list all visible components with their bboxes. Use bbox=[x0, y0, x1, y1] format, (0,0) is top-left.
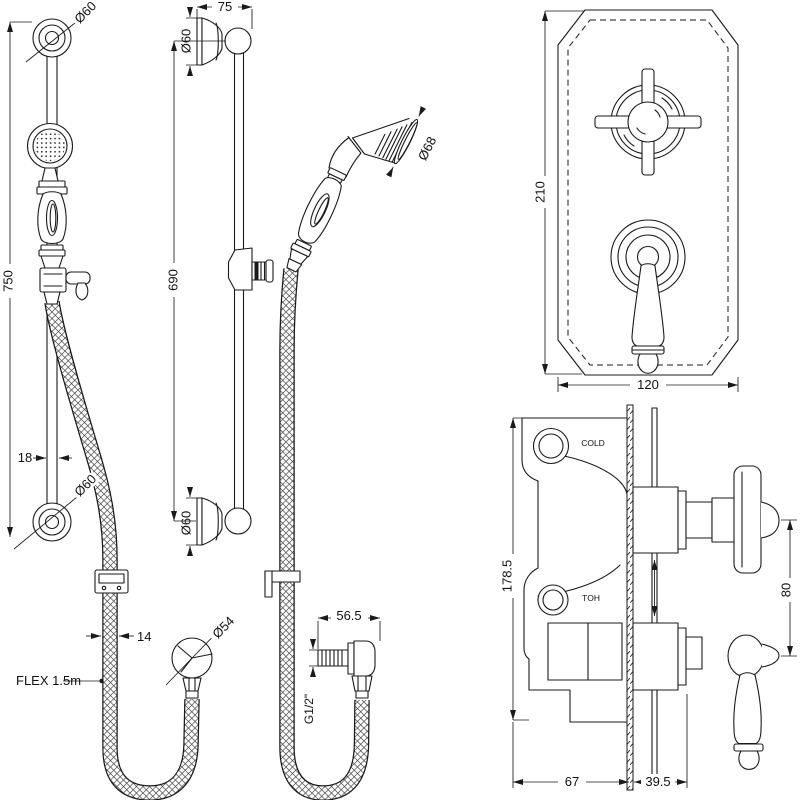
handset-handle-side bbox=[297, 177, 342, 244]
dim-rail-width-label: 18 bbox=[18, 450, 32, 465]
lever-handle-front bbox=[610, 219, 686, 374]
shower-hose-front bbox=[44, 300, 200, 800]
valve-faceplate bbox=[557, 9, 739, 376]
dim-rail-length: 690 bbox=[165, 40, 226, 522]
dim-outlet-depth: 56.5 bbox=[317, 608, 381, 649]
temp-cartridge-side bbox=[632, 465, 780, 574]
dim-plate-height: 210 bbox=[532, 10, 584, 375]
dim-depth-label: 67 bbox=[565, 774, 579, 789]
crosshead-handle-side bbox=[733, 465, 762, 574]
crosshead-handle-front bbox=[594, 68, 702, 176]
rail-slider bbox=[227, 247, 274, 291]
dim-hose-width: 14 bbox=[86, 629, 151, 644]
dim-outlet-thread: G1/2" bbox=[302, 639, 318, 724]
hose-wall-bracket-side bbox=[264, 570, 301, 598]
dim-bracket-depth: 75 bbox=[196, 0, 253, 29]
dim-projection-label: 39.5 bbox=[645, 774, 670, 789]
shower-hose-side bbox=[279, 268, 370, 800]
hose-flex-label: FLEX 1.5m bbox=[16, 673, 104, 688]
flow-cartridge-side bbox=[632, 622, 780, 770]
dim-body-height: 178.5 bbox=[499, 417, 529, 721]
hose-wall-bracket bbox=[94, 569, 129, 594]
dim-handle-spacing: 80 bbox=[778, 519, 797, 657]
dim-outlet-depth-label: 56.5 bbox=[336, 608, 361, 623]
dim-bracket-dia-top: Ø60 bbox=[178, 7, 197, 76]
dim-body-height-label: 178.5 bbox=[499, 560, 514, 593]
dim-overall-height-label: 750 bbox=[0, 270, 15, 292]
handset-handle-front bbox=[37, 191, 67, 245]
lever-handle-side bbox=[733, 672, 762, 745]
dim-bracket-depth-label: 75 bbox=[218, 0, 232, 14]
bottom-bracket-side bbox=[196, 497, 252, 546]
view-rail-side: 75 Ø60 690 Ø68 bbox=[165, 0, 440, 800]
dim-rail-length-label: 690 bbox=[165, 269, 180, 291]
view-rail-front: 750 Ø60 Ø60 18 14 FLEX 1.5m Ø54 bbox=[0, 0, 240, 800]
valve-body-side: COLD HOT bbox=[521, 417, 628, 723]
bottom-wall-bracket bbox=[13, 477, 101, 550]
handset-side bbox=[286, 117, 419, 273]
view-valve-side: COLD HOT bbox=[499, 404, 797, 791]
wall-plate-edge bbox=[626, 404, 634, 791]
wall-outlet-side bbox=[317, 640, 376, 699]
dim-head-dia: Ø68 bbox=[386, 106, 440, 178]
dim-head-dia-label: Ø68 bbox=[415, 134, 440, 163]
dim-bracket-dia-bottom-label: Ø60 bbox=[178, 511, 193, 536]
dim-overall-height: 750 bbox=[0, 21, 32, 537]
dim-plate-height-label: 210 bbox=[532, 181, 547, 203]
handset-holder bbox=[39, 267, 67, 293]
dim-bracket-dia-bottom: Ø60 bbox=[178, 487, 197, 556]
dim-projection: 39.5 bbox=[634, 774, 687, 789]
dim-outlet-thread-label: G1/2" bbox=[302, 694, 316, 724]
handset-front bbox=[26, 122, 91, 305]
dim-plate-width: 120 bbox=[557, 377, 739, 392]
hose-flex-text: FLEX 1.5m bbox=[16, 673, 81, 688]
dim-hose-width-label: 14 bbox=[137, 629, 151, 644]
dim-rail-width: 18 bbox=[18, 450, 72, 465]
shower-head-side bbox=[347, 117, 419, 165]
dim-plate-width-label: 120 bbox=[637, 377, 659, 392]
top-bracket-side bbox=[196, 17, 252, 66]
dim-handle-spacing-label: 80 bbox=[778, 583, 793, 597]
hot-label: HOT bbox=[582, 593, 600, 603]
holder-lever bbox=[65, 271, 91, 285]
dim-depth-behind: 67 bbox=[512, 694, 688, 789]
cold-label: COLD bbox=[581, 438, 605, 448]
view-valve-front: 210 120 bbox=[532, 9, 739, 392]
